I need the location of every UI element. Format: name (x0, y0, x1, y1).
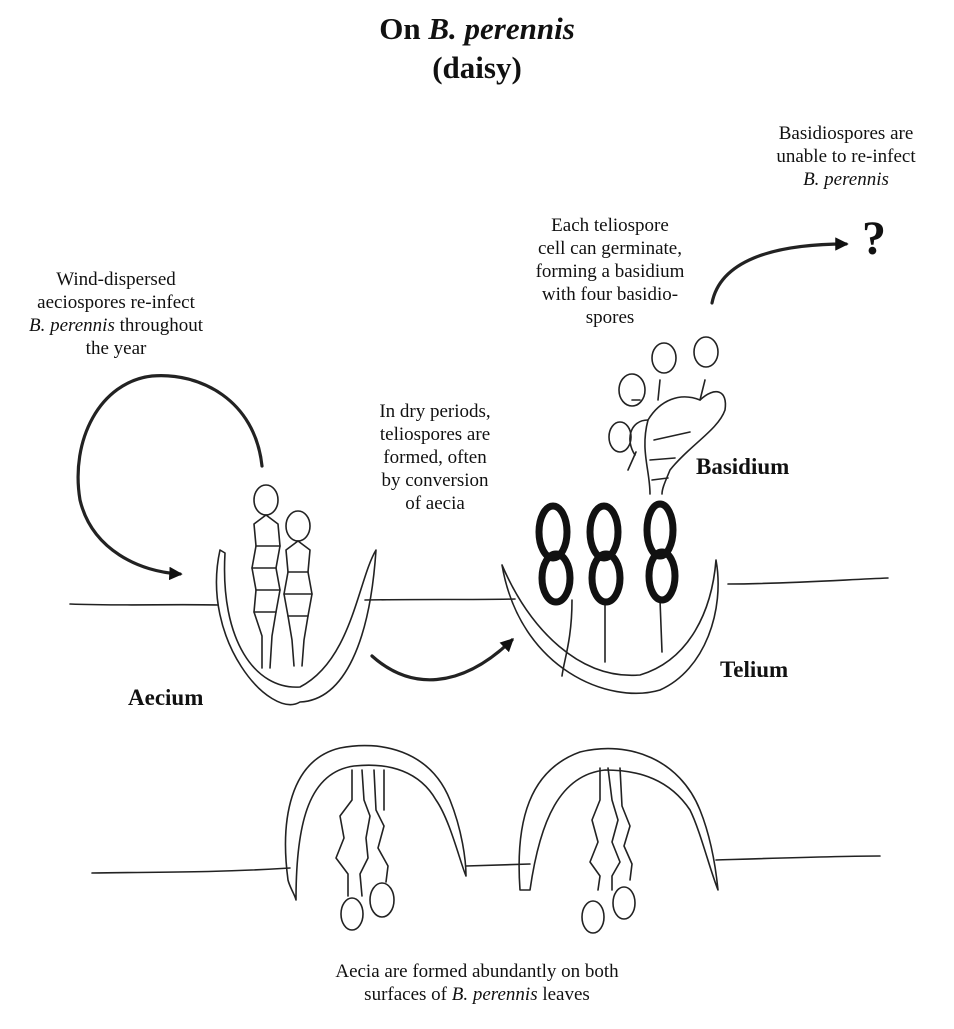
aecium-cup (216, 550, 376, 705)
leaf-surface-lower-mid (466, 864, 530, 866)
telium-cup (502, 560, 718, 693)
basidium-structure (609, 337, 725, 494)
leaf-surface-lower-right (716, 856, 880, 860)
curved-arrow-reinfect (78, 376, 262, 574)
leaf-surface-upper-right (728, 578, 888, 584)
leaf-surface-upper-left (70, 604, 218, 605)
leaf-surface-upper-mid (365, 599, 515, 600)
teliospores (539, 504, 675, 602)
aeciospore-chain-2 (284, 511, 312, 666)
lower-aecium-left (286, 746, 466, 930)
leaf-surface-lower-left (92, 868, 290, 873)
lower-aecium-right (519, 749, 718, 933)
curved-arrow-to-question (712, 244, 846, 303)
aeciospore-chain-1 (252, 485, 280, 668)
curved-arrow-to-telium (372, 640, 512, 680)
